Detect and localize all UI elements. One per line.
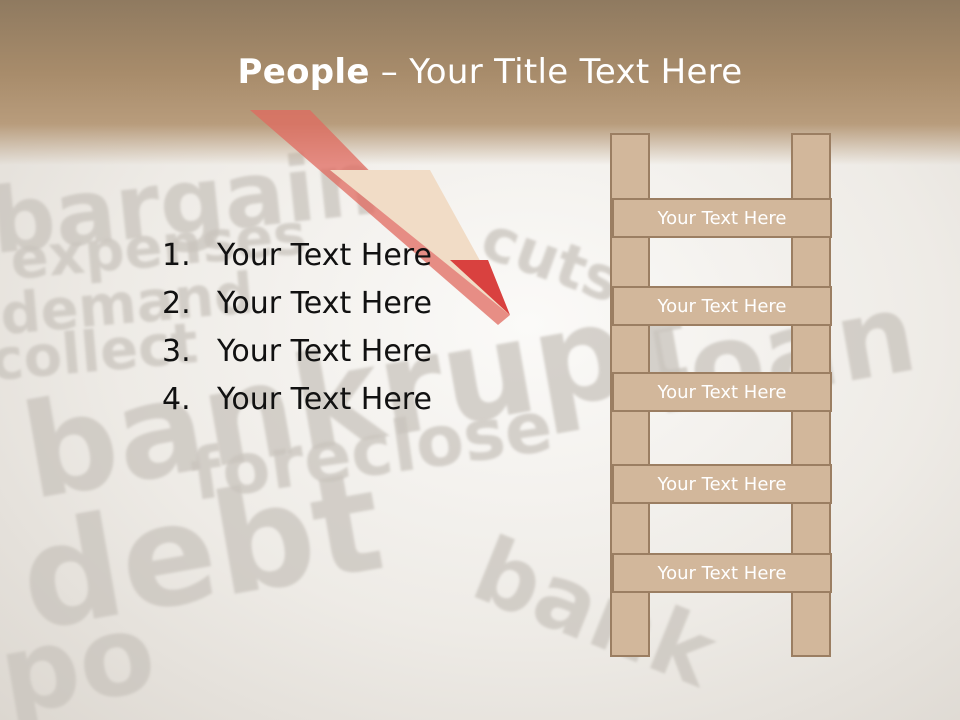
list-number: 3.	[162, 334, 191, 369]
ladder-rung: Your Text Here	[612, 553, 832, 593]
ladder-rung: Your Text Here	[612, 372, 832, 412]
list-item: 1. Your Text Here	[162, 232, 432, 280]
slide-title: People – Your Title Text Here	[0, 52, 960, 92]
background-word: po	[0, 587, 165, 720]
list-text: Your Text Here	[217, 286, 432, 321]
list-number: 4.	[162, 382, 191, 417]
title-rest: – Your Title Text Here	[369, 52, 743, 92]
list-text: Your Text Here	[217, 238, 432, 273]
pencil-image	[250, 110, 510, 325]
list-text: Your Text Here	[217, 334, 432, 369]
ladder-rung: Your Text Here	[612, 464, 832, 504]
list-number: 2.	[162, 286, 191, 321]
list-number: 1.	[162, 238, 191, 273]
list-text: Your Text Here	[217, 382, 432, 417]
list-item: 4. Your Text Here	[162, 376, 432, 424]
list-item: 3. Your Text Here	[162, 328, 432, 376]
title-bold: People	[237, 52, 370, 92]
ladder-rung: Your Text Here	[612, 286, 832, 326]
ladder-graphic: Your Text Here Your Text Here Your Text …	[610, 133, 835, 659]
ladder-rung: Your Text Here	[612, 198, 832, 238]
list-item: 2. Your Text Here	[162, 280, 432, 328]
numbered-list: 1. Your Text Here 2. Your Text Here 3. Your…	[162, 232, 432, 424]
